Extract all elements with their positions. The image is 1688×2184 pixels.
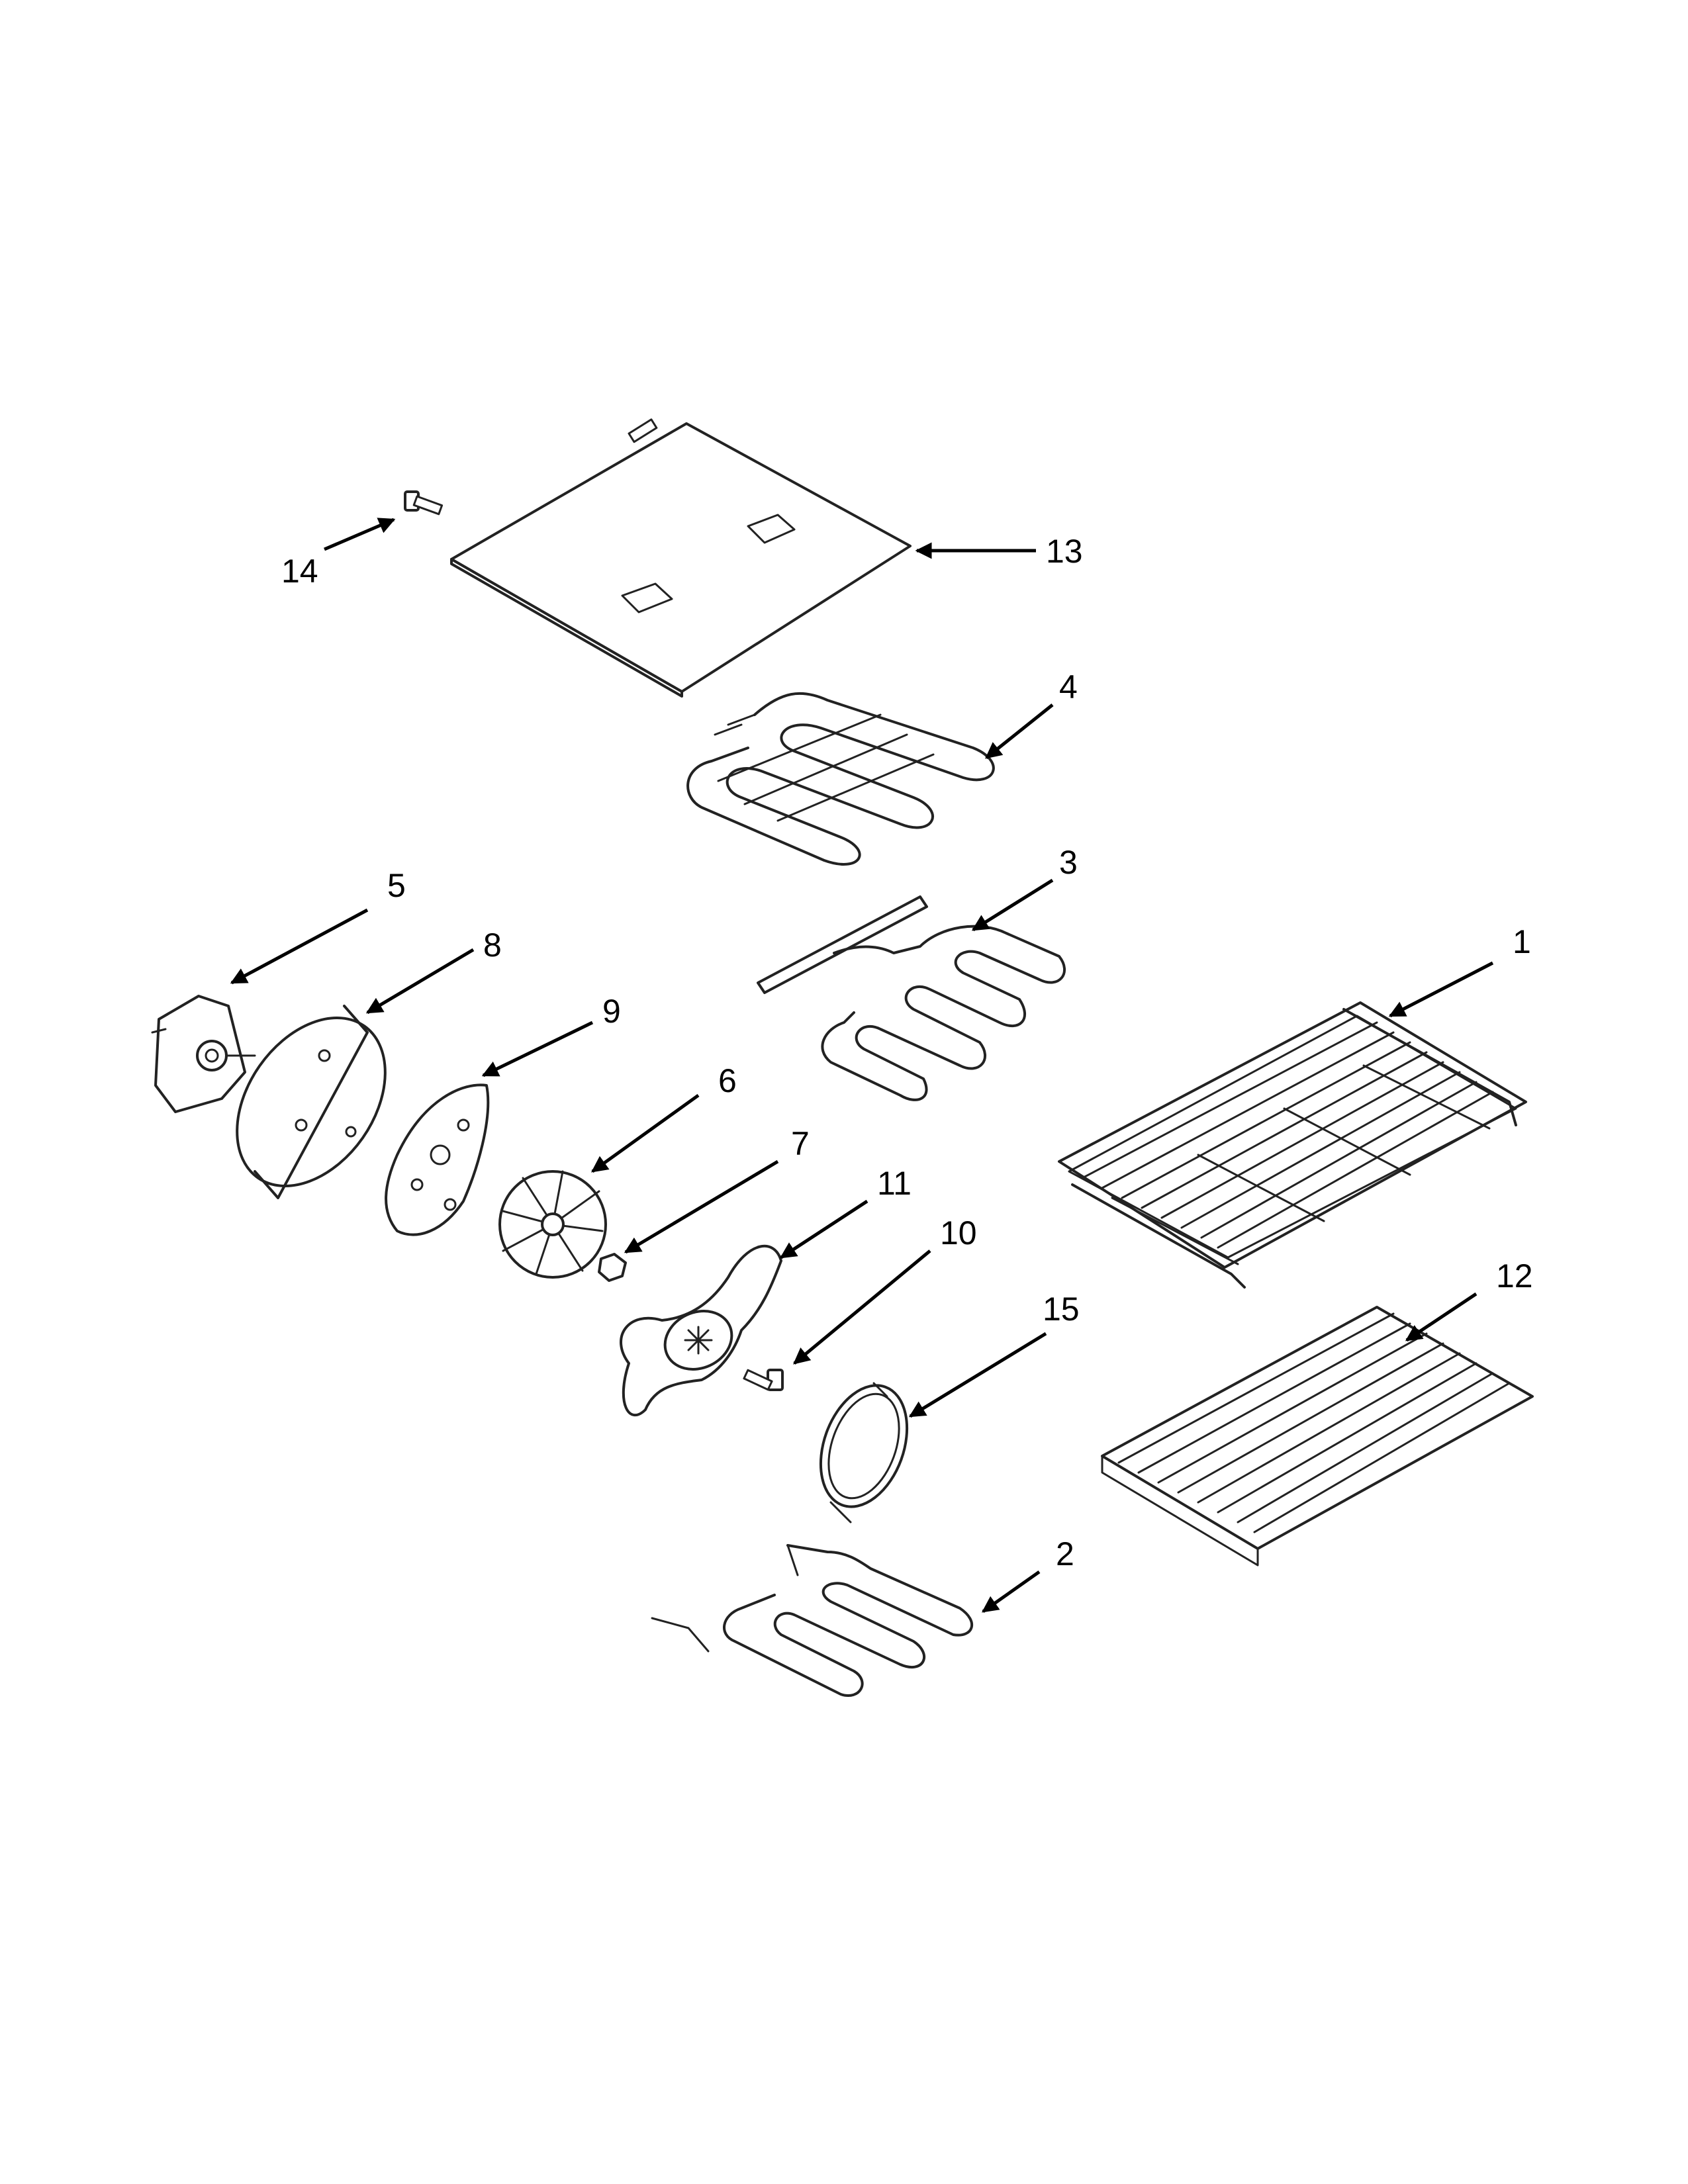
callout-15: 15	[908, 1291, 1080, 1418]
callouts: 14 13 4 3 5 8 9 6	[230, 518, 1533, 1614]
part-11-fan-bracket	[620, 1244, 782, 1417]
part-7-nut	[598, 1253, 627, 1282]
callout-9-label: 9	[602, 993, 621, 1030]
callout-13-label: 13	[1046, 533, 1083, 570]
part-10-bolt	[743, 1369, 784, 1391]
part-2-lower-element	[651, 1544, 974, 1697]
callout-15-label: 15	[1043, 1291, 1080, 1328]
callout-11: 11	[779, 1165, 912, 1259]
callout-1-label: 1	[1513, 923, 1531, 960]
callout-4-label: 4	[1059, 668, 1078, 705]
callout-1: 1	[1388, 923, 1531, 1018]
part-8-insulation-disc	[236, 1005, 387, 1199]
callout-9: 9	[481, 993, 621, 1077]
part-13-panel	[450, 418, 912, 698]
part-1-sliding-rack	[1058, 1001, 1527, 1289]
part-3-bake-element	[757, 895, 1066, 1101]
part-12-oven-rack	[1101, 1306, 1534, 1567]
callout-13: 13	[915, 533, 1083, 570]
callout-7: 7	[624, 1125, 810, 1254]
callout-8: 8	[365, 927, 502, 1015]
part-14-screw	[404, 490, 444, 516]
part-6-fan-blade	[498, 1170, 607, 1279]
callout-12-label: 12	[1496, 1257, 1533, 1295]
callout-3-label: 3	[1059, 844, 1078, 881]
callout-11-label: 11	[877, 1165, 912, 1202]
callout-4: 4	[985, 668, 1078, 759]
part-9-gasket-plate	[385, 1083, 490, 1236]
callout-5-label: 5	[387, 867, 406, 904]
callout-3: 3	[971, 844, 1078, 932]
callout-8-label: 8	[483, 927, 502, 964]
part-5-fan-motor	[151, 995, 256, 1113]
callout-2-label: 2	[1056, 1535, 1074, 1572]
callout-10-label: 10	[940, 1214, 977, 1251]
part-4-broil-element	[686, 692, 995, 866]
part-15-convection-element	[819, 1382, 909, 1524]
callout-14: 14	[281, 518, 396, 590]
callout-14-label: 14	[281, 553, 318, 590]
callout-6: 6	[590, 1062, 737, 1173]
callout-6-label: 6	[718, 1062, 737, 1099]
callout-5: 5	[230, 867, 406, 985]
callout-2: 2	[981, 1535, 1074, 1614]
callout-7-label: 7	[791, 1125, 810, 1162]
callout-12: 12	[1405, 1257, 1533, 1342]
callout-10: 10	[793, 1214, 977, 1365]
